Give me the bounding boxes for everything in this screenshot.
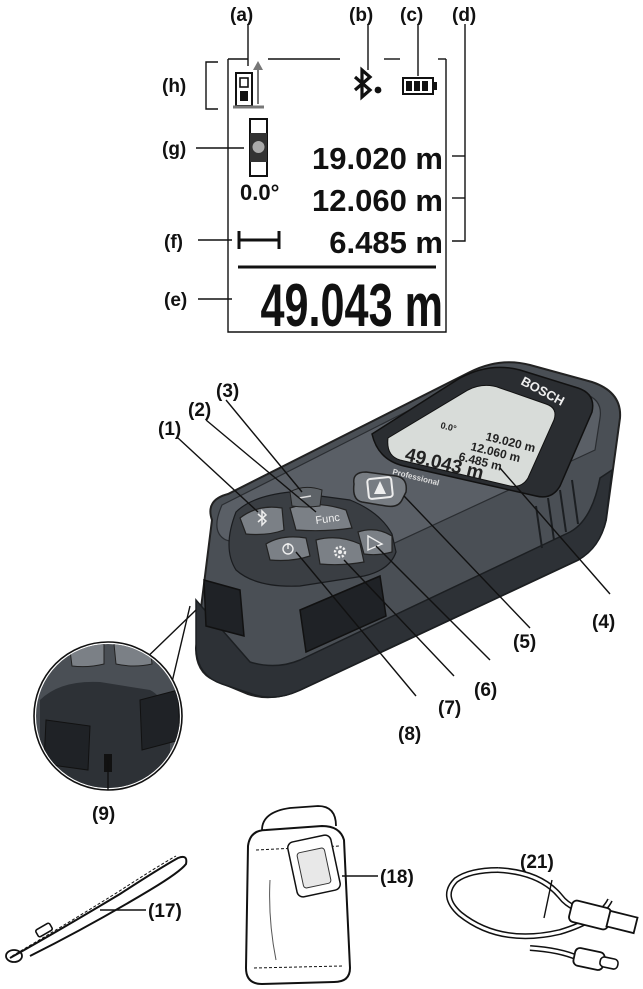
reading-3: 6.485 m — [329, 225, 443, 260]
bluetooth-button[interactable] — [239, 506, 285, 536]
callout-17: (17) — [148, 901, 182, 922]
reference-level-icon — [233, 61, 264, 109]
callout-21: (21) — [520, 852, 554, 873]
measure-button[interactable] — [352, 471, 408, 508]
display-diagram: 0.0° 19.020 m 12.060 m 6.485 m 49.043 m … — [162, 5, 476, 340]
device-illustration: 19.020 m 12.060 m 6.485 m 49.043 m 0.0° … — [33, 361, 622, 825]
settings-button[interactable] — [315, 537, 365, 566]
bluetooth-icon — [353, 66, 382, 101]
callout-8: (8) — [398, 724, 421, 745]
usb-cable — [446, 867, 639, 971]
carrying-pouch — [244, 805, 352, 986]
length-measurement-icon — [237, 231, 281, 249]
reading-2: 12.060 m — [312, 183, 443, 218]
callout-c: (c) — [400, 5, 423, 26]
func-button[interactable]: Func — [289, 503, 353, 532]
reading-1: 19.020 m — [312, 141, 443, 176]
main-result: 49.043 m — [260, 273, 443, 340]
tilt-level-icon — [249, 118, 268, 177]
callout-g: (g) — [162, 139, 186, 160]
device-screen — [387, 384, 556, 487]
callout-7: (7) — [438, 698, 461, 719]
power-button[interactable] — [265, 536, 311, 562]
callout-3: (3) — [216, 381, 239, 402]
callout-4: (4) — [592, 612, 615, 633]
plus-button[interactable] — [357, 529, 393, 556]
callout-6: (6) — [474, 680, 497, 701]
callout-f: (f) — [164, 232, 183, 253]
func-button-label: Func — [315, 512, 341, 527]
callout-2: (2) — [188, 400, 211, 421]
detail-inset — [33, 641, 183, 791]
battery-icon — [402, 77, 437, 95]
callout-5: (5) — [513, 632, 536, 653]
callout-b: (b) — [349, 5, 373, 26]
callout-h: (h) — [162, 76, 186, 97]
device-screen-angle: 0.0° — [440, 420, 458, 434]
callout-d: (d) — [452, 5, 476, 26]
wrist-strap — [5, 855, 188, 963]
callout-9: (9) — [92, 804, 115, 825]
callout-a: (a) — [230, 5, 253, 26]
callout-18: (18) — [380, 867, 414, 888]
tilt-angle: 0.0° — [240, 180, 279, 205]
callout-1: (1) — [158, 419, 181, 440]
callout-e: (e) — [164, 290, 187, 311]
